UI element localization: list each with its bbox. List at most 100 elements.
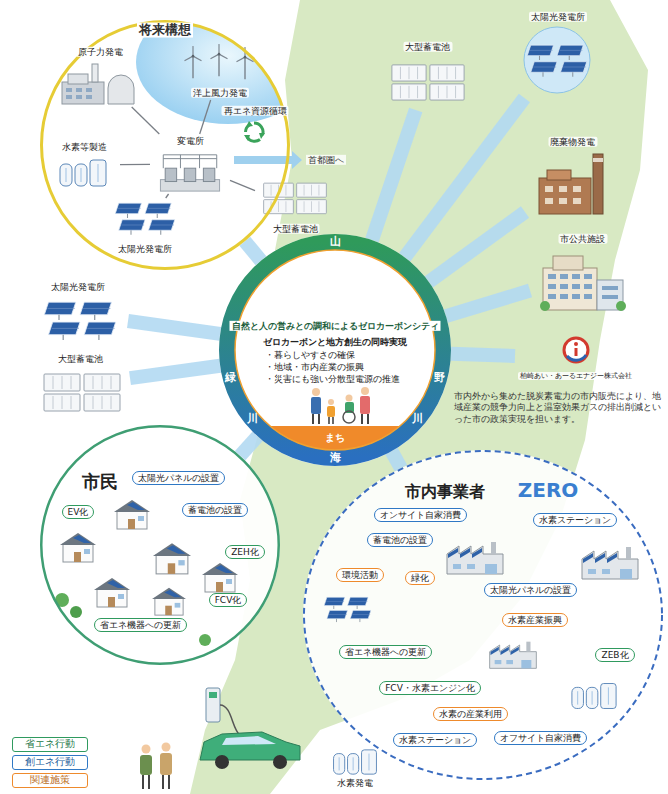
- text-slot: 緑: [225, 372, 236, 385]
- tag-text: FCV化: [215, 595, 242, 605]
- facility-label: 太陽光発電所: [49, 282, 107, 292]
- electric-car: [215, 755, 229, 769]
- action-tag: オフサイト自家消費: [494, 731, 587, 745]
- tag-text: 蓄電池の設置: [188, 505, 242, 515]
- house-icon: [60, 533, 96, 562]
- house-icon: [153, 543, 191, 574]
- node-text: ・暮らしやすさの確保: [265, 350, 355, 360]
- facility-icon: [244, 121, 265, 141]
- text-slot: 市民: [82, 472, 118, 493]
- energy-band: [446, 291, 530, 317]
- text-slot: 市公共施設: [558, 234, 607, 244]
- facility-label: 大型蓄電池: [403, 42, 452, 52]
- sea-area: [136, 0, 320, 124]
- action-tag: ZEB化: [595, 648, 634, 662]
- facility-icon: [160, 155, 219, 191]
- facility-box: 大型蓄電池: [30, 352, 130, 418]
- house-icon: [152, 588, 186, 615]
- business-ellipse: オンサイト自家消費蓄電池の設置水素ステーション環境活動緑化太陽光パネルの設置水素…: [303, 450, 663, 780]
- facility-icon: [44, 374, 120, 411]
- tag-text: 水素産業振興: [508, 615, 562, 625]
- company-logo: [564, 338, 588, 362]
- text-slot: 自然と人の営みとの調和によるゼロカーボンシティ: [230, 321, 441, 331]
- node-text: ゼロカーボンと地方創生の同時実現: [263, 337, 407, 347]
- tag-text: ZEB化: [601, 650, 628, 660]
- facility-icon: [540, 256, 626, 311]
- facility-label: 廃棄物発電: [548, 137, 597, 147]
- people-figure: [160, 753, 172, 775]
- tag-text: オンサイト自家消費: [380, 510, 461, 520]
- facility-box: 大型蓄電池: [380, 40, 475, 110]
- circle-outline: [42, 22, 289, 269]
- family-figure: [329, 417, 333, 424]
- text-slot: 大型蓄電池: [403, 42, 452, 52]
- facility-box: 太陽光発電所: [28, 280, 128, 348]
- facility-label: 再エネ資源循環: [222, 106, 289, 116]
- text-slot: ・災害にも強い分散型電源の推進: [265, 374, 400, 384]
- factory-icon: [582, 547, 638, 579]
- family-figure: [362, 414, 368, 424]
- facility-label: 大型蓄電池: [271, 224, 320, 234]
- action-tag: 蓄電池の設置: [367, 533, 433, 547]
- ring-band: [227, 242, 443, 458]
- family-figure: [360, 396, 370, 414]
- tag-text: 環境活動: [342, 570, 378, 580]
- facility-box: 廃棄物発電: [525, 135, 620, 220]
- family-figure: [346, 395, 353, 402]
- text-slot: 市内事業者: [405, 483, 485, 501]
- action-tag: FCV・水素エンジン化: [379, 681, 481, 695]
- text-slot: 太陽光発電所: [49, 282, 107, 292]
- facility-label: 水素等製造: [60, 142, 109, 152]
- node-text: 緑: [225, 372, 236, 385]
- energy-band: [392, 451, 401, 468]
- energy-band: [372, 110, 416, 240]
- facility-label: 水素発電: [335, 778, 375, 788]
- power-line: [230, 180, 255, 190]
- circle-ground: [219, 234, 451, 466]
- facility-icon: [115, 203, 175, 235]
- node-text: 川: [412, 413, 423, 426]
- text-slot: 太陽光発電所: [529, 12, 587, 22]
- facility-box: 太陽光発電所: [505, 10, 610, 98]
- house-icon: [199, 634, 211, 646]
- family-figure: [311, 397, 321, 414]
- legend-text: 関連施策: [17, 775, 83, 786]
- text-slot: 野: [434, 372, 445, 385]
- factory-icon: [490, 642, 537, 669]
- facility-label: 太陽光発電所: [116, 244, 174, 254]
- action-tag: EV化: [62, 505, 95, 519]
- legend-text: 創エネ行動: [17, 757, 83, 768]
- tag-text: オフサイト自家消費: [500, 733, 581, 743]
- facility-icon: [524, 27, 590, 93]
- sea-area: [136, 0, 320, 124]
- company-logo: [574, 342, 578, 346]
- tag-text: 水素ステーション: [539, 515, 611, 525]
- node-text: ・災害にも強い分散型電源の推進: [265, 374, 400, 384]
- facility-icon: [334, 750, 377, 774]
- facility-label: 変電所: [175, 136, 206, 146]
- action-tag: 太陽光パネルの設置: [484, 583, 577, 597]
- node-text: ・地域・市内産業の振興: [265, 362, 364, 372]
- text-slot: ・暮らしやすさの確保: [265, 350, 355, 360]
- factory-icon: [324, 597, 371, 622]
- tag-text: 太陽光パネルの設置: [490, 585, 571, 595]
- action-tag: 水素産業振興: [502, 613, 568, 627]
- family-figure: [343, 411, 355, 423]
- factory-icon: [572, 684, 616, 709]
- label-slot: 首都圏へ: [306, 155, 346, 165]
- facility-icon: [44, 302, 115, 340]
- family-figure: [327, 406, 335, 417]
- action-tag: 水素ステーション: [393, 733, 477, 747]
- energy-band: [130, 366, 220, 378]
- action-tag: 水素ステーション: [533, 513, 617, 527]
- text-slot: 水素等製造: [60, 142, 109, 152]
- tag-text: 水素の産業利用: [439, 709, 502, 719]
- tag-text: 水素ステーション: [399, 735, 471, 745]
- company-logo: [575, 348, 578, 356]
- city-core-circle: 山緑野川川海自然と人の営みとの調和によるゼロカーボンシティゼロカーボンと地方創生…: [219, 234, 451, 466]
- facility-icon: [60, 160, 106, 186]
- energy-band: [451, 354, 515, 356]
- people-figure: [143, 775, 149, 789]
- family-figure: [311, 387, 370, 424]
- tag-text: 省エネ機器への更新: [100, 620, 181, 630]
